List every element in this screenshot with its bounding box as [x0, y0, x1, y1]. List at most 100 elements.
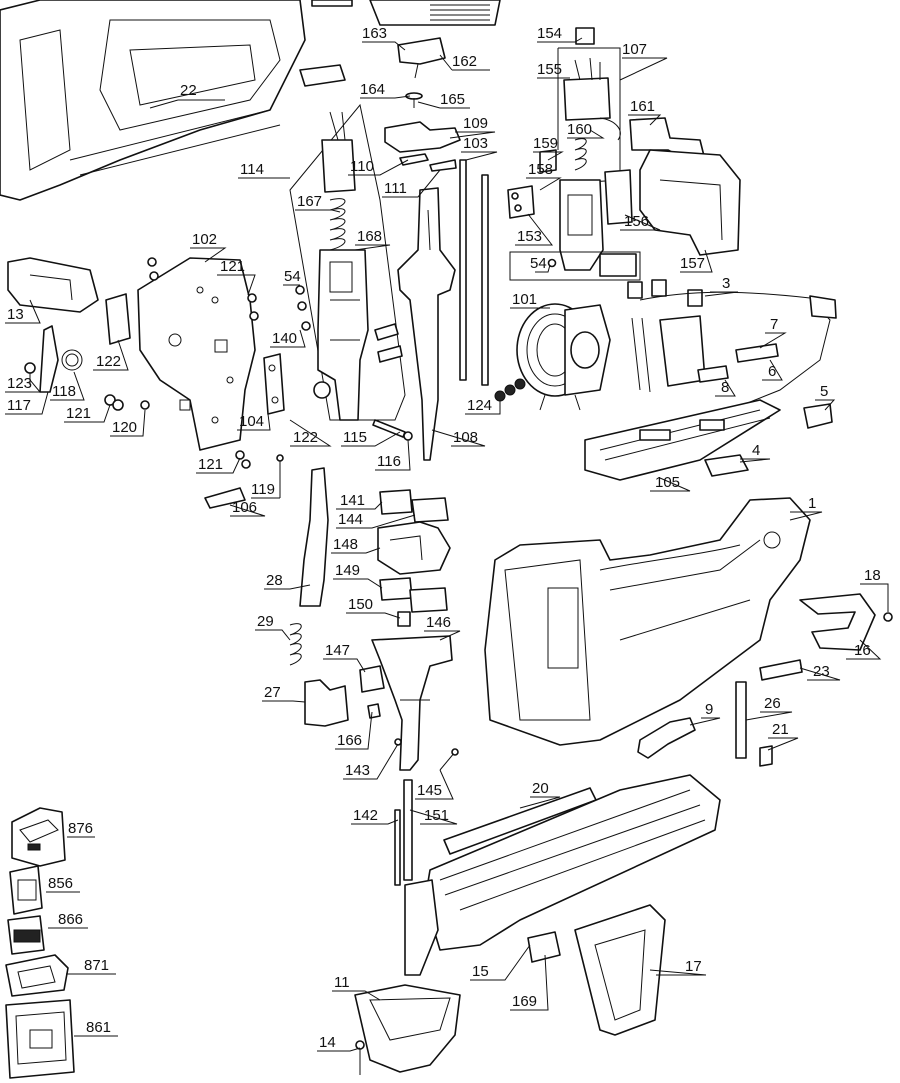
callout-140: 140 [272, 330, 297, 347]
callout-861: 861 [86, 1019, 111, 1036]
callout-165: 165 [440, 91, 465, 108]
part-1-main-housing [484, 497, 811, 746]
part-16-bracket [799, 593, 893, 651]
callout-108: 108 [453, 429, 478, 446]
accessory-876-box [11, 807, 66, 867]
callout-164: 164 [360, 81, 385, 98]
part-115-pin [372, 419, 413, 441]
callout-103: 103 [463, 135, 488, 152]
part-148-housing [377, 521, 451, 575]
callout-163: 163 [362, 25, 387, 42]
accessory-871-charger [5, 954, 69, 997]
part-104-link [263, 353, 285, 415]
part-121-washers-a [147, 257, 259, 321]
part-124-nuts [494, 378, 526, 402]
callout-148: 148 [333, 536, 358, 553]
accessory-856-battery [9, 865, 43, 915]
accessory-861-case [5, 999, 75, 1079]
part-143-pin [394, 738, 402, 746]
part-102-plate [137, 257, 256, 451]
callout-144: 144 [338, 511, 363, 528]
callout-3: 3 [722, 275, 730, 292]
callout-168: 168 [357, 228, 382, 245]
part-146-contact [371, 635, 453, 771]
callout-9: 9 [705, 701, 713, 718]
part-169-clip [527, 931, 561, 963]
callout-141: 141 [340, 492, 365, 509]
callout-159: 159 [533, 135, 558, 152]
callout-123: 123 [7, 375, 32, 392]
callout-16: 16 [854, 642, 871, 659]
part-13-lever [7, 257, 99, 313]
part-top-block [311, 0, 501, 26]
part-145-pin [439, 748, 459, 771]
callout-147: 147 [325, 642, 350, 659]
callout-153: 153 [517, 228, 542, 245]
part-158-bracket [507, 149, 557, 219]
callout-13: 13 [7, 306, 24, 323]
part-22-housing-left [0, 0, 346, 201]
callout-4: 4 [752, 442, 760, 459]
part-14-screw [355, 1040, 365, 1075]
callout-6: 6 [768, 363, 776, 380]
part-142-rod [394, 779, 413, 886]
callout-150: 150 [348, 596, 373, 613]
callout-18: 18 [864, 567, 881, 584]
part-103-rods [459, 159, 489, 386]
part-23-label [759, 659, 803, 681]
part-107-switch-assembly [557, 27, 621, 271]
part-117-lever [39, 325, 83, 393]
part-11-nose [354, 984, 461, 1073]
callout-15: 15 [472, 963, 489, 980]
part-168-drive [313, 249, 369, 421]
callout-28: 28 [266, 572, 283, 589]
part-149-block [379, 577, 448, 627]
callout-866: 866 [58, 911, 83, 928]
callout-11: 11 [334, 974, 350, 991]
part-109-latch [384, 121, 461, 153]
part-122-link [105, 293, 131, 345]
callout-157: 157 [680, 255, 705, 272]
part-101-motor [516, 303, 611, 411]
part-17-cover [574, 904, 666, 1036]
callout-158: 158 [528, 161, 553, 178]
callout-124: 124 [467, 397, 492, 414]
callout-102: 102 [192, 231, 217, 248]
callout-110: 110 [350, 158, 374, 175]
callout-151: 151 [424, 807, 449, 824]
callout-119: 119 [251, 481, 275, 498]
callout-160: 160 [567, 121, 592, 138]
part-7-button [735, 343, 779, 363]
callout-54a: 54 [530, 255, 547, 272]
part-4-clip [704, 454, 749, 477]
callout-20: 20 [532, 780, 549, 797]
callout-142: 142 [353, 807, 378, 824]
part-141-cap [379, 489, 449, 523]
part-120-screw [104, 394, 150, 411]
part-8-button [697, 365, 729, 383]
part-162-bracket [397, 37, 446, 79]
part-54-screw-a [547, 258, 557, 268]
callout-856: 856 [48, 875, 73, 892]
callout-169: 169 [512, 993, 537, 1010]
part-156-plate [604, 169, 633, 225]
part-27-bracket [304, 679, 349, 727]
part-140-pins [295, 285, 403, 363]
callout-101: 101 [512, 291, 537, 308]
callout-162: 162 [452, 53, 477, 70]
callout-17: 17 [685, 958, 702, 975]
part-29-spring [289, 623, 302, 666]
callout-29: 29 [257, 613, 274, 630]
callout-117: 117 [7, 397, 31, 414]
callout-122a: 122 [96, 353, 121, 370]
callout-118: 118 [52, 383, 76, 400]
callout-105: 105 [655, 474, 680, 491]
callout-27: 27 [264, 684, 281, 701]
callout-166: 166 [337, 732, 362, 749]
callout-1: 1 [808, 495, 816, 512]
callout-120: 120 [112, 419, 137, 436]
callout-149: 149 [335, 562, 360, 579]
part-21-tag [759, 745, 773, 767]
part-123-screw [24, 362, 36, 385]
